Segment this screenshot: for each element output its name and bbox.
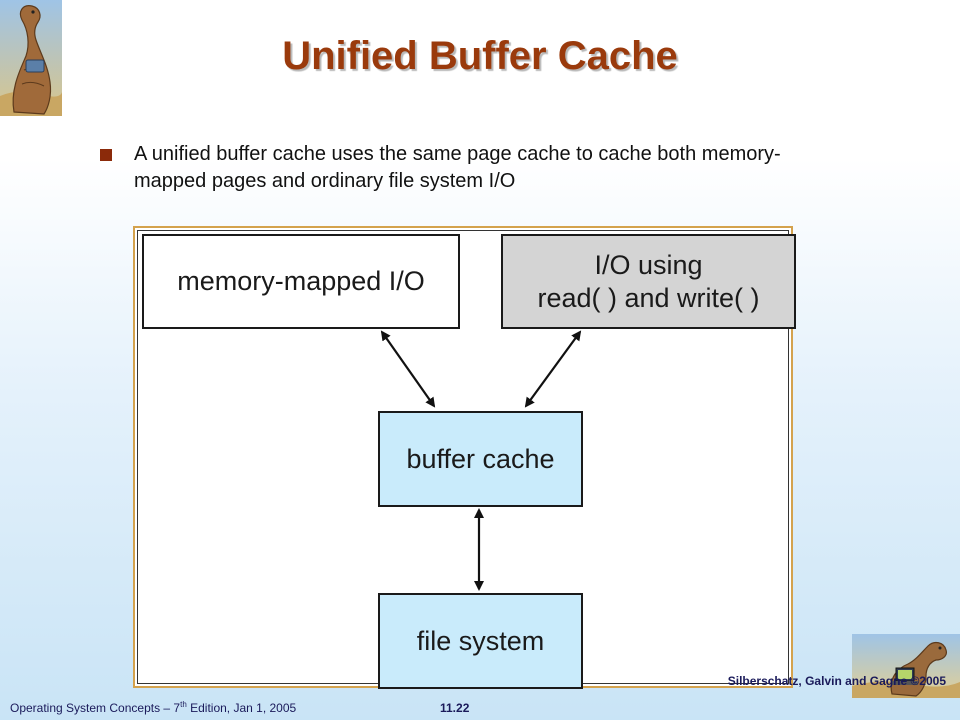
footer-left-sup: th [180,700,187,709]
read-write-label: read( ) and write( ) [537,282,760,313]
square-bullet-icon [100,149,112,161]
io-using-label: I/O using [594,249,703,280]
buffer-cache-label: buffer cache [406,443,555,474]
file-system-label: file system [416,625,545,656]
dinosaur-laptop-icon [852,634,960,698]
footer-left-prefix: Operating System Concepts – 7 [10,701,181,715]
mmio-buffer-arrow [380,330,436,408]
footer-course-info: Operating System Concepts – 7th Edition,… [10,700,296,715]
bullet-text: A unified buffer cache uses the same pag… [134,143,781,192]
diagram-canvas: memory-mapped I/O I/O using read( ) and … [137,230,796,689]
file-system-box: file system [378,593,583,689]
dinosaur-logo-icon [0,0,62,116]
bullet-item: A unified buffer cache uses the same pag… [100,141,830,195]
diagram-frame: memory-mapped I/O I/O using read( ) and … [133,226,796,689]
page-title: Unified Buffer Cache [282,34,678,78]
memory-mapped-io-label: memory-mapped I/O [177,266,425,296]
memory-mapped-io-box: memory-mapped I/O [142,234,460,329]
io-read-write-box: I/O using read( ) and write( ) [501,234,796,329]
buffer-cache-box: buffer cache [378,411,583,507]
footer-left-suffix: Edition, Jan 1, 2005 [186,701,297,715]
footer-authors: Silberschatz, Galvin and Gagne ©2005 [727,674,946,688]
diagram-arrows [380,330,582,591]
rw-buffer-arrow [524,330,582,408]
page-number: 11.22 [440,701,470,715]
